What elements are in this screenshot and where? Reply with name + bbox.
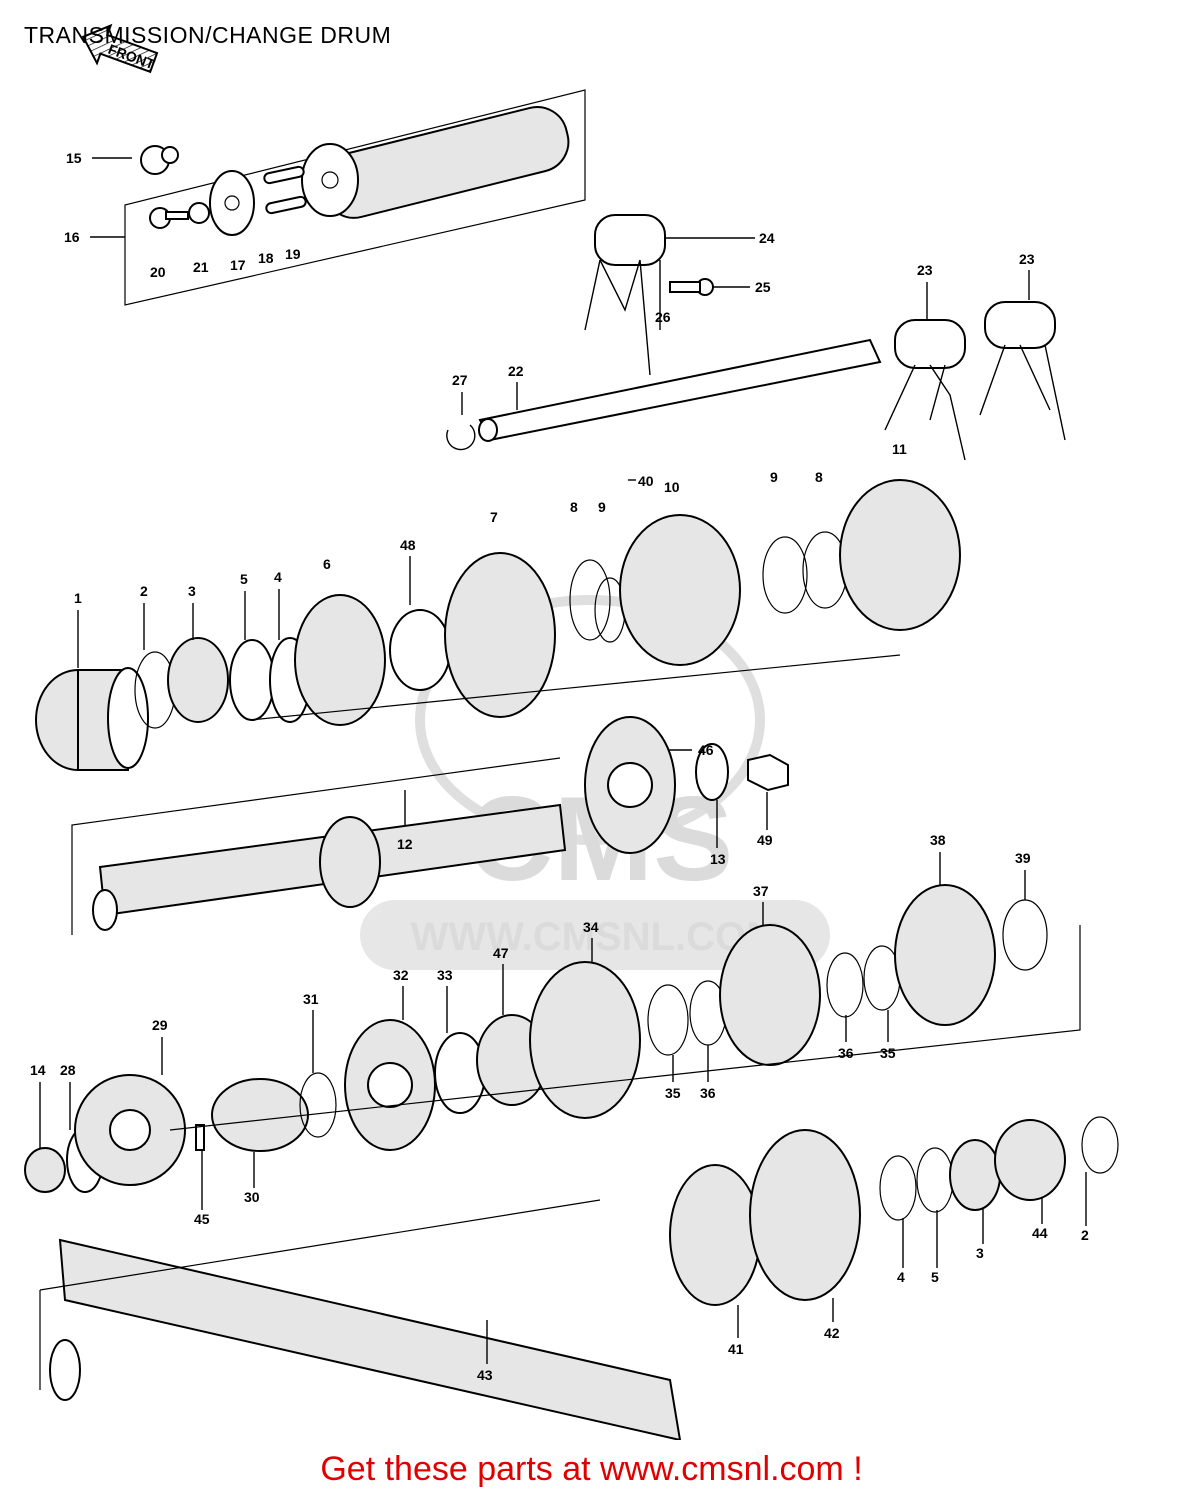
svg-text:23: 23 — [917, 262, 933, 278]
svg-text:48: 48 — [400, 537, 416, 553]
shift-fork-23a — [884, 319, 966, 461]
gear-41 — [669, 1164, 761, 1306]
svg-text:26: 26 — [655, 309, 671, 325]
svg-text:28: 28 — [60, 1062, 76, 1078]
gear-38 — [894, 884, 996, 1026]
nut-49 — [747, 753, 789, 792]
svg-text:27: 27 — [452, 372, 468, 388]
svg-text:9: 9 — [598, 499, 606, 515]
part-labels: 15 16 20 21 17 18 19 24 25 26 23 23 27 2… — [30, 150, 1089, 1383]
svg-text:1: 1 — [74, 590, 82, 606]
gear-6 — [294, 594, 386, 726]
svg-text:2: 2 — [140, 583, 148, 599]
svg-text:4: 4 — [897, 1269, 905, 1285]
svg-text:36: 36 — [838, 1045, 854, 1061]
needle-bearing-3 — [167, 637, 229, 723]
svg-text:33: 33 — [437, 967, 453, 983]
svg-text:21: 21 — [193, 259, 209, 275]
svg-text:5: 5 — [240, 571, 248, 587]
gear-7 — [444, 552, 556, 718]
svg-text:3: 3 — [976, 1245, 984, 1261]
svg-text:12: 12 — [397, 836, 413, 852]
svg-text:41: 41 — [728, 1341, 744, 1357]
svg-text:23: 23 — [1019, 251, 1035, 267]
change-drum-panel — [124, 89, 586, 306]
svg-text:14: 14 — [30, 1062, 46, 1078]
svg-text:22: 22 — [508, 363, 524, 379]
svg-text:38: 38 — [930, 832, 946, 848]
bushing-48 — [389, 609, 451, 691]
svg-text:15: 15 — [66, 150, 82, 166]
svg-text:11: 11 — [892, 441, 907, 457]
gear-34 — [529, 961, 641, 1119]
output-shaft-row — [39, 1116, 1119, 1440]
cap-44 — [994, 1119, 1066, 1201]
svg-text:3: 3 — [188, 583, 196, 599]
svg-text:42: 42 — [824, 1325, 840, 1341]
gear-37 — [719, 924, 821, 1066]
svg-text:19: 19 — [285, 246, 301, 262]
svg-text:36: 36 — [700, 1085, 716, 1101]
svg-text:44: 44 — [1032, 1225, 1048, 1241]
footer-link-text[interactable]: Get these parts at www.cmsnl.com ! — [320, 1450, 863, 1488]
nut-14 — [24, 1147, 66, 1193]
svg-text:13: 13 — [710, 851, 726, 867]
svg-text:39: 39 — [1015, 850, 1031, 866]
svg-text:8: 8 — [815, 469, 823, 485]
drum-plate — [209, 170, 255, 236]
svg-text:30: 30 — [244, 1189, 260, 1205]
svg-text:37: 37 — [753, 883, 769, 899]
front-arrow-marker: FRONT — [81, 23, 159, 74]
svg-text:47: 47 — [493, 945, 509, 961]
svg-text:18: 18 — [258, 250, 274, 266]
svg-text:2: 2 — [1081, 1227, 1089, 1243]
svg-text:25: 25 — [755, 279, 771, 295]
svg-text:31: 31 — [303, 991, 319, 1007]
svg-text:49: 49 — [757, 832, 773, 848]
output-gear-row — [24, 884, 1081, 1193]
gear-42 — [749, 1129, 861, 1301]
input-gear-row — [35, 479, 961, 771]
svg-text:6: 6 — [323, 556, 331, 572]
input-shaft-panel — [71, 716, 789, 935]
svg-text:29: 29 — [152, 1017, 168, 1033]
svg-text:35: 35 — [665, 1085, 681, 1101]
svg-text:35: 35 — [880, 1045, 896, 1061]
shift-fork-24 — [584, 214, 714, 376]
watermark-text: WWW.CMSNL.COM — [411, 915, 780, 959]
svg-text:4: 4 — [274, 569, 282, 585]
needle-bearing-3b — [949, 1139, 1001, 1211]
svg-text:17: 17 — [230, 257, 246, 273]
svg-text:32: 32 — [393, 967, 409, 983]
svg-text:40: 40 — [638, 473, 654, 489]
svg-text:34: 34 — [583, 919, 599, 935]
shift-fork-23b — [979, 301, 1066, 441]
svg-text:24: 24 — [759, 230, 775, 246]
svg-text:7: 7 — [490, 509, 498, 525]
gear-10 — [619, 514, 741, 666]
gear-11 — [839, 479, 961, 631]
svg-text:5: 5 — [931, 1269, 939, 1285]
svg-text:16: 16 — [64, 229, 80, 245]
shift-rod — [446, 338, 882, 451]
svg-text:10: 10 — [664, 479, 680, 495]
output-shaft-43 — [58, 1238, 682, 1440]
transmission-exploded-diagram: CMS WWW.CMSNL.COM FRONT — [24, 23, 1119, 1440]
svg-text:45: 45 — [194, 1211, 210, 1227]
collar-30 — [211, 1078, 309, 1152]
svg-text:43: 43 — [477, 1367, 493, 1383]
svg-text:8: 8 — [570, 499, 578, 515]
svg-text:9: 9 — [770, 469, 778, 485]
svg-text:46: 46 — [698, 742, 714, 758]
svg-text:20: 20 — [150, 264, 166, 280]
